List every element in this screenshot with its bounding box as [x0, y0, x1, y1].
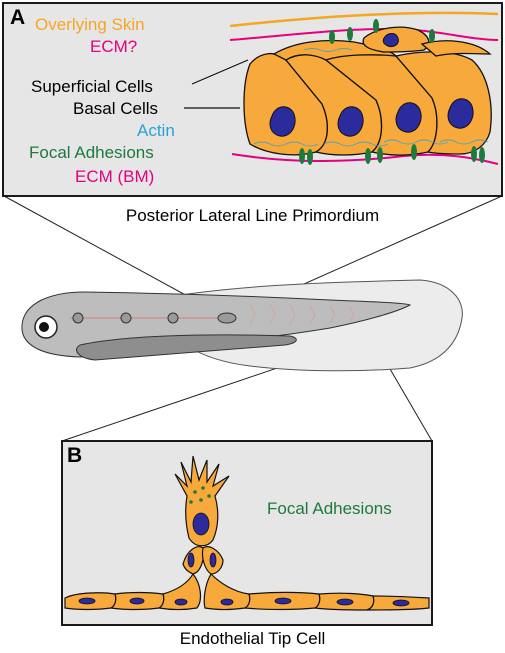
panel-a: A Overlying Skin ECM? Superficial Cells …: [2, 2, 503, 197]
stalk-nucleus-1: [78, 597, 96, 605]
stalk-cell-3: [157, 572, 202, 611]
stalk-nucleus-5: [274, 597, 292, 605]
neuromast-1: [72, 312, 84, 324]
actin-fibers: [253, 48, 489, 147]
primordium: [217, 312, 237, 324]
panel-b-letter: B: [67, 444, 83, 467]
neuromast-3: [167, 312, 179, 324]
nucleus-superficial: [382, 33, 399, 47]
nucleus-4: [447, 98, 474, 129]
panel-a-letter: A: [10, 6, 26, 29]
panel-b: B Focal Adhesions: [61, 440, 433, 626]
neuromast-2: [120, 312, 132, 324]
fish-pupil: [39, 322, 49, 332]
label-overlying-skin: Overlying Skin: [35, 15, 145, 34]
caption-b: Endothelial Tip Cell: [179, 629, 326, 648]
superficial-cell-3: [420, 40, 492, 57]
tip-cell-illustration: [64, 455, 430, 611]
label-basal-cells: Basal Cells: [73, 99, 159, 118]
nucleus-2: [337, 106, 364, 137]
label-superficial-cells: Superficial Cells: [31, 77, 153, 96]
stalk-nucleus-6: [336, 598, 354, 606]
nucleus-1: [269, 106, 296, 137]
tip-nucleus: [192, 512, 210, 536]
stalk-nucleus-7: [392, 599, 410, 607]
label-ecm-bm: ECM (BM): [75, 167, 155, 186]
label-actin: Actin: [137, 121, 175, 140]
stalk-nucleus-3: [174, 598, 188, 606]
leader-superficial: [191, 59, 249, 85]
focal-adhesions-b: [189, 486, 211, 504]
label-focal-adhesions: Focal Adhesions: [29, 143, 154, 162]
fish-yolk: [76, 334, 297, 361]
label-focal-adhesions-b: Focal Adhesions: [267, 499, 392, 518]
nucleus-3: [395, 102, 422, 133]
column-nucleus-left: [187, 552, 195, 568]
basal-cell-4: [394, 51, 492, 155]
stalk-nucleus-2: [129, 597, 145, 605]
column-nucleus-right: [209, 552, 217, 568]
stalk-nucleus-4: [220, 598, 234, 606]
primordium-illustration: [184, 11, 499, 165]
caption-a: Posterior Lateral Line Primordium: [125, 206, 380, 225]
somites: [249, 303, 355, 326]
ecm-bottom-line: [231, 153, 499, 165]
skin-line: [229, 11, 499, 28]
focal-adhesions-a: [299, 19, 485, 165]
label-ecm-question: ECM?: [90, 37, 138, 56]
